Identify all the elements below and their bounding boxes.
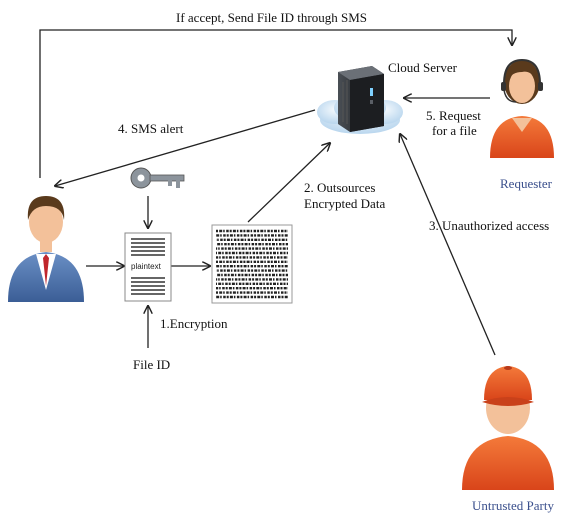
user-headset-icon <box>490 58 554 158</box>
label-outsources-line1: 2. Outsources <box>304 180 376 195</box>
cloud-server-icon <box>317 66 403 134</box>
label-request-line1: 5. Request <box>426 108 481 123</box>
arrow-file-id-sms <box>39 29 512 178</box>
label-encryption: 1.Encryption <box>160 316 228 331</box>
user-businessman-icon <box>8 196 84 302</box>
document-icon <box>124 232 172 302</box>
arrow-outsource-data <box>247 143 330 223</box>
label-unauthorized-access: 3. Unauthorized access <box>429 218 550 233</box>
arrow-unauthorized-access <box>400 134 496 356</box>
arrow-sms-alert <box>55 109 316 186</box>
label-requester: Requester <box>500 176 552 191</box>
encrypted-document-icon <box>211 224 293 304</box>
label-request-line2: for a file <box>432 123 477 138</box>
label-sms-alert: 4. SMS alert <box>118 121 184 136</box>
label-file-id-sms: If accept, Send File ID through SMS <box>176 10 368 25</box>
label-plaintext: plaintext <box>131 262 161 271</box>
label-outsources-line2: Encrypted Data <box>304 196 386 211</box>
label-untrusted-party: Untrusted Party <box>472 498 554 513</box>
key-icon <box>130 167 185 189</box>
user-cap-icon <box>462 366 554 490</box>
label-cloud-server: Cloud Server <box>388 60 457 75</box>
label-file-id: File ID <box>133 357 171 372</box>
